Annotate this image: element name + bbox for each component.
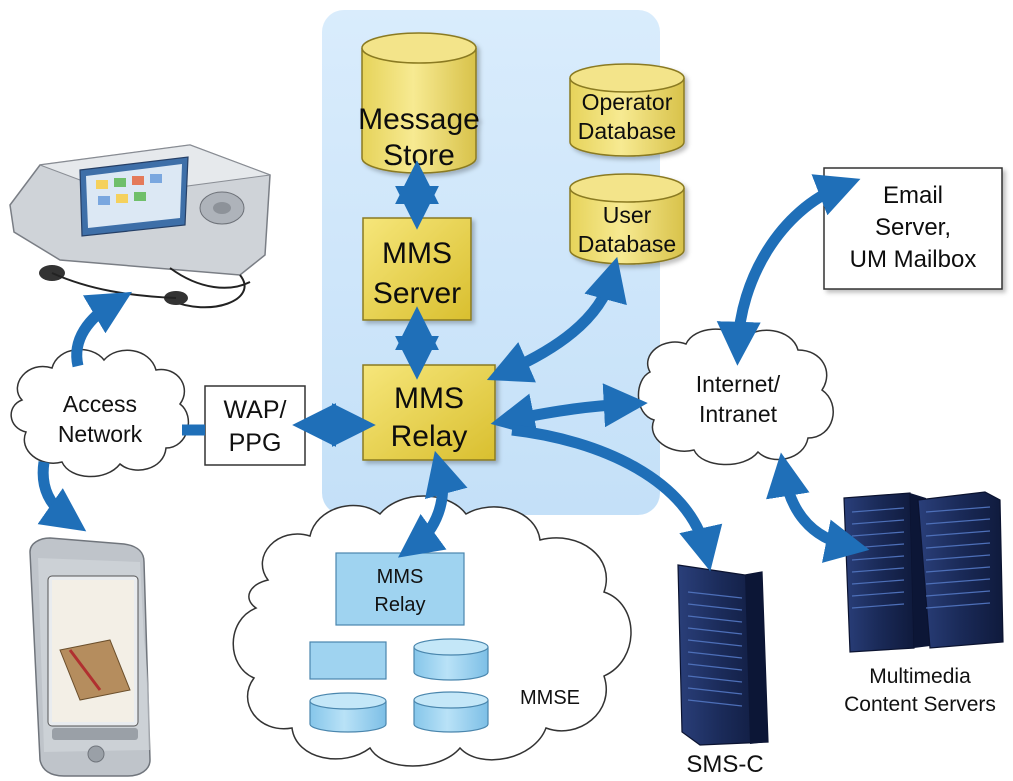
- user-db-label-1: User: [603, 202, 652, 228]
- access-network-cloud: Access Network: [10, 348, 190, 478]
- content-servers-label-2: Content Servers: [844, 693, 996, 716]
- wap-ppg-label-2: PPG: [229, 429, 282, 457]
- access-network-label-2: Network: [58, 421, 143, 447]
- mms-server-box: MMS Server: [362, 217, 472, 321]
- arrow-relay-userdb: [486, 256, 627, 383]
- sms-c-label: SMS-C: [686, 751, 763, 778]
- mms-relay-label-1: MMS: [394, 382, 464, 415]
- wap-ppg-box: WAP/ PPG: [204, 385, 306, 466]
- operator-db-label-2: Database: [578, 118, 676, 144]
- mmse-db-bottom-right: [413, 691, 489, 733]
- arrow-relay-internet: [490, 383, 648, 437]
- email-server-box: Email Server, UM Mailbox: [823, 167, 1003, 290]
- user-db-label-2: Database: [578, 231, 676, 257]
- mmse-db-bottom-left: [309, 692, 387, 733]
- email-server-label-2: Server,: [875, 214, 951, 241]
- arrow-access-handset: [37, 461, 87, 532]
- arrow-access-pda: [71, 291, 133, 368]
- internet-label-2: Intranet: [699, 401, 778, 427]
- arrow-internet-content: [766, 452, 870, 563]
- mmse-db-top-right: [413, 638, 489, 681]
- arrow-relay-smsc: [511, 424, 723, 572]
- content-servers: Multimedia Content Servers: [843, 491, 1004, 716]
- mobile-handset-device: [29, 537, 151, 777]
- operator-db-label-1: Operator: [582, 89, 673, 115]
- content-servers-label-1: Multimedia: [869, 665, 971, 688]
- internet-intranet-cloud: Internet/ Intranet: [637, 328, 834, 466]
- arrow-relay-mmse: [397, 450, 468, 558]
- message-store-label-1: Message: [358, 103, 480, 136]
- arrow-internet-email: [716, 174, 861, 366]
- email-server-label-3: UM Mailbox: [850, 246, 977, 273]
- sms-c-server: SMS-C: [677, 564, 769, 778]
- mms-server-label-1: MMS: [382, 237, 452, 270]
- mms-relay-label-2: Relay: [391, 420, 468, 453]
- operator-database-db: Operator Database: [569, 63, 685, 157]
- message-store-label-2: Store: [383, 139, 455, 172]
- mmse-label: MMSE: [520, 687, 580, 709]
- mmse-relay-label-1: MMS: [377, 566, 424, 588]
- email-server-label-1: Email: [883, 182, 943, 209]
- mms-relay-box: MMS Relay: [362, 364, 496, 461]
- message-store-db: Message Store: [358, 32, 480, 174]
- wap-ppg-label-1: WAP/: [224, 396, 287, 424]
- access-network-label-1: Access: [63, 391, 137, 417]
- mms-server-label-2: Server: [373, 277, 461, 310]
- mmse-relay-label-2: Relay: [374, 594, 425, 616]
- internet-label-1: Internet/: [696, 371, 781, 397]
- user-database-db: User Database: [569, 173, 685, 265]
- connection-arrows: [37, 160, 870, 572]
- mmse-relay-box: MMS Relay: [335, 552, 465, 626]
- mmse-store-box: [309, 641, 387, 680]
- pda-phone-device: [9, 144, 271, 309]
